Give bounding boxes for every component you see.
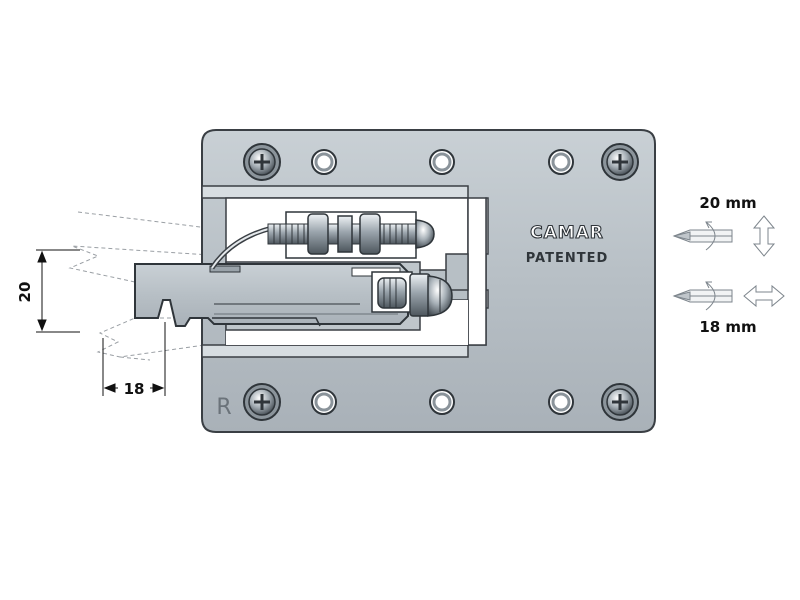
dimension-horizontal-value: 18 [124,380,145,398]
left-right-arrow-icon [743,284,785,308]
screwdriver-icon [672,281,733,311]
screw-bottom-right [601,383,639,421]
up-down-arrow-icon [752,215,776,257]
upper-rail [201,185,469,199]
hook-arm [134,263,409,327]
cutout-right-tab [467,197,487,346]
brand-logo: CAMAR [530,223,604,243]
vertical-adjust-screw [267,211,435,259]
screw-top-left [243,143,281,181]
lower-rail [201,344,469,358]
side-mark: R [216,395,231,420]
vertical-adjust-label: 20 mm [699,194,756,212]
dimension-vertical [36,249,80,333]
screw-top-right [601,143,639,181]
screwdriver-icon [672,221,733,251]
screw-bottom-left [243,383,281,421]
dimension-vertical-value: 20 [16,282,34,303]
patent-text: PATENTED [526,251,609,266]
adjustment-legend: 20 mm 18 mm [672,194,785,336]
horizontal-adjust-label: 18 mm [699,318,756,336]
horizontal-adjust-screw [371,271,453,317]
